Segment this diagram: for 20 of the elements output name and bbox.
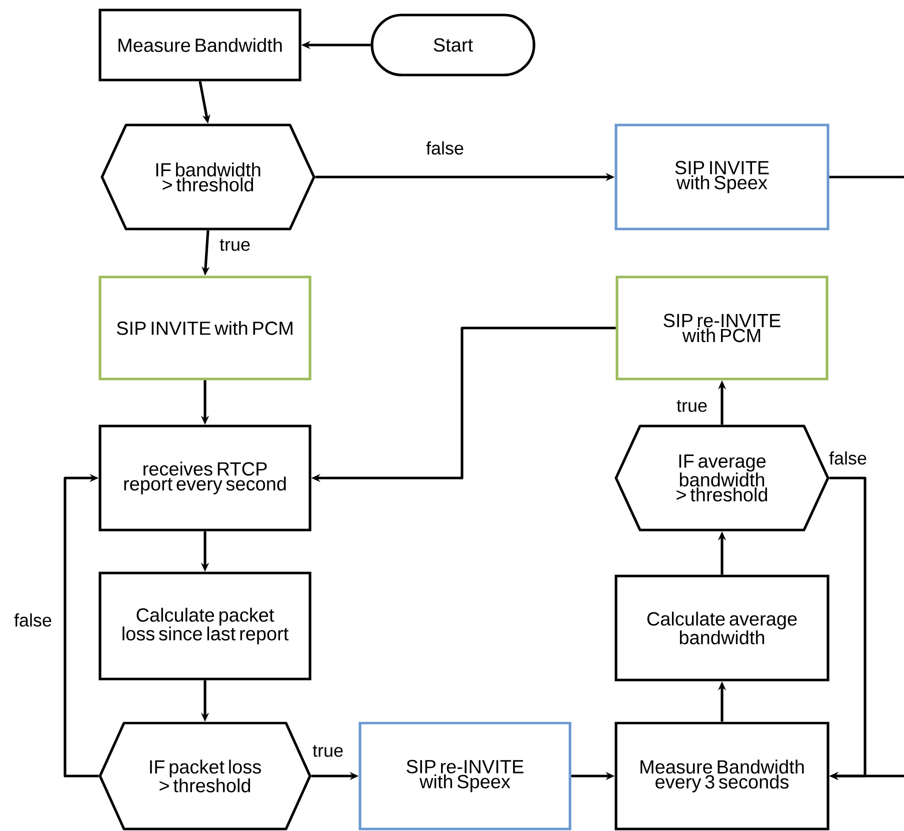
decision-hexagon: IF average bandwidth > threshold xyxy=(614,424,830,532)
process-box: SIP re-INVITE with PCM xyxy=(616,276,828,380)
process-box: SIP re-INVITE with Speex xyxy=(358,722,572,830)
process-box: Measure Bandwidth xyxy=(98,8,302,82)
process-box: Calculate average bandwidth xyxy=(614,574,830,682)
process-box: SIP INVITE with Speex xyxy=(614,124,830,230)
edge-label: false xyxy=(828,450,868,466)
start-terminal: Start xyxy=(370,14,536,76)
edge-label: true xyxy=(312,744,345,758)
edge-label: false xyxy=(13,612,54,628)
process-box: Calculate packet loss since last report xyxy=(98,572,312,680)
arrow xyxy=(64,474,99,778)
edge-label: true xyxy=(218,238,252,252)
edge-label: true xyxy=(676,399,709,413)
process-box: Measure Bandwidth every 3 seconds xyxy=(614,722,830,830)
process-box: receives RTCP report every second xyxy=(98,424,312,532)
edge-label: false xyxy=(425,140,466,156)
decision-hexagon: IF bandwidth > threshold xyxy=(100,124,316,230)
decision-hexagon: IF packet loss > threshold xyxy=(98,722,312,830)
process-box: SIP INVITE with PCM xyxy=(98,276,312,380)
